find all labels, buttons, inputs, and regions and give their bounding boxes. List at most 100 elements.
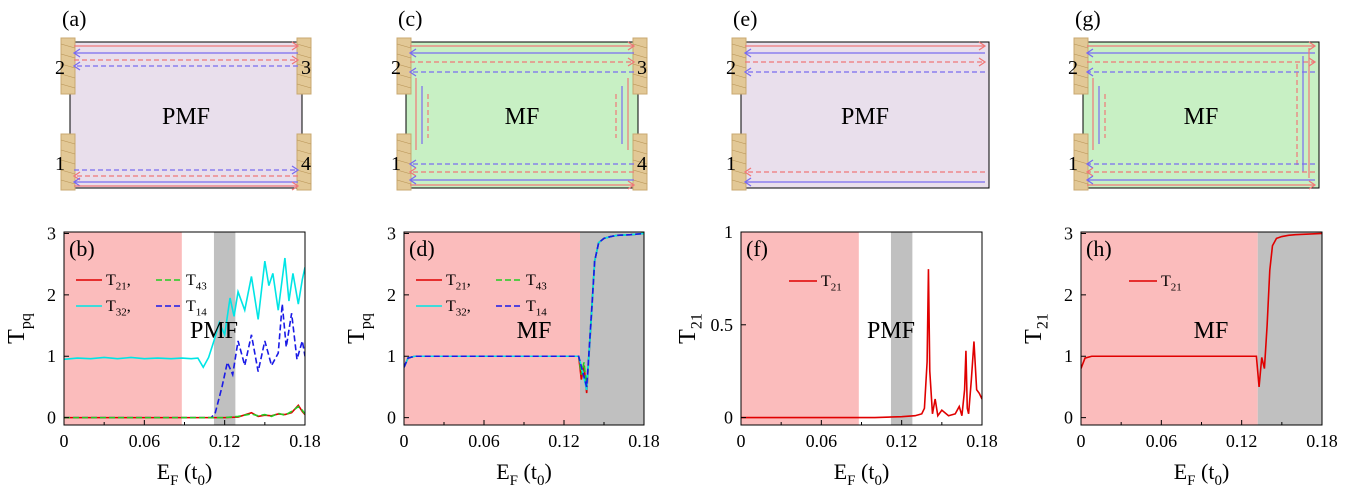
lead-texture xyxy=(396,43,412,49)
y-axis-label: T21 xyxy=(1021,313,1052,344)
lead-texture xyxy=(1073,179,1089,185)
arrow-head xyxy=(408,67,417,77)
arrow-head xyxy=(1085,67,1094,77)
arrow-head xyxy=(291,41,300,51)
lead-texture xyxy=(632,43,648,49)
legend-label-T21: T21, xyxy=(446,272,471,292)
panel-letter: (g) xyxy=(1075,6,1101,31)
arrow-head xyxy=(291,165,300,175)
arrow-head xyxy=(1085,159,1094,169)
x-tick-label: 0 xyxy=(737,431,746,451)
x-tick-label: 0.18 xyxy=(289,431,321,451)
lead-texture xyxy=(731,73,747,79)
red-region xyxy=(1081,232,1258,425)
region-label: MF xyxy=(517,318,552,344)
series-T32 xyxy=(64,257,305,369)
y-tick-label: 0 xyxy=(724,408,733,428)
lead-texture xyxy=(296,83,312,89)
lead-texture xyxy=(632,83,648,89)
lead-texture xyxy=(1073,43,1089,49)
lead-texture xyxy=(1073,139,1089,145)
y-tick-label: 1 xyxy=(724,222,733,242)
series-T14 xyxy=(404,232,644,388)
x-tick-label: 0.12 xyxy=(548,431,580,451)
lead-texture xyxy=(60,53,76,59)
lead-texture xyxy=(60,149,76,155)
lead-texture xyxy=(60,83,76,89)
lead-texture xyxy=(731,169,747,175)
arrow-head xyxy=(408,175,417,185)
lead-label-1: 1 xyxy=(55,153,65,175)
lead-texture xyxy=(1073,149,1089,155)
x-tick-label: 0.06 xyxy=(1146,431,1178,451)
legend-label-T21: T21, xyxy=(106,272,131,292)
lead-label-3: 3 xyxy=(301,57,311,79)
y-tick-label: 2 xyxy=(47,285,56,305)
legend-label-T43: T43 xyxy=(526,272,547,292)
lead-texture xyxy=(396,83,412,89)
gray-region xyxy=(580,232,644,425)
x-tick-label: 0.18 xyxy=(628,431,660,451)
x-tick-label: 0.12 xyxy=(209,431,241,451)
y-tick-label: 2 xyxy=(1064,285,1073,305)
arrow-head xyxy=(627,180,636,190)
lead-texture xyxy=(60,43,76,49)
region-label: PMF xyxy=(867,318,915,344)
red-region xyxy=(64,232,182,425)
region-label: PMF xyxy=(190,318,238,344)
lead-texture xyxy=(296,53,312,59)
lead-texture xyxy=(632,149,648,155)
lead-texture xyxy=(396,63,412,69)
arrow-head xyxy=(743,48,752,58)
lead-label-4: 4 xyxy=(301,153,311,175)
x-tick-label: 0.12 xyxy=(886,431,918,451)
lead-label-2: 2 xyxy=(1068,57,1078,79)
lead-label-4: 4 xyxy=(637,153,647,175)
arrow-head xyxy=(291,181,300,191)
lead-texture xyxy=(731,83,747,89)
x-tick-label: 0.18 xyxy=(1306,431,1338,451)
arrow-head xyxy=(743,167,752,177)
x-tick-label: 0.12 xyxy=(1226,431,1258,451)
legend-label-T43: T43 xyxy=(186,272,207,292)
lead-texture xyxy=(296,159,312,165)
lead-texture xyxy=(296,63,312,69)
region-label: MF xyxy=(1194,318,1229,344)
y-tick-label: 3 xyxy=(1064,223,1073,243)
region-label: PMF xyxy=(162,104,210,130)
panel-letter: (a) xyxy=(62,6,86,31)
lead-texture xyxy=(396,73,412,79)
x-tick-label: 0.06 xyxy=(806,431,838,451)
arrow-head xyxy=(1085,167,1094,177)
y-tick-label: 1 xyxy=(47,346,56,366)
lead-texture xyxy=(60,73,76,79)
x-tick-label: 0 xyxy=(1077,431,1086,451)
y-tick-label: 1 xyxy=(1064,346,1073,366)
gray-region xyxy=(213,232,236,425)
arrow-head xyxy=(978,57,987,67)
arrow-head xyxy=(1308,180,1317,190)
y-tick-label: 0 xyxy=(1064,408,1073,428)
lead-texture xyxy=(632,159,648,165)
lead-texture xyxy=(296,139,312,145)
lead-texture xyxy=(731,179,747,185)
x-tick-label: 0 xyxy=(400,431,409,451)
lead-texture xyxy=(731,53,747,59)
x-axis-label: EF (t0) xyxy=(157,459,213,489)
arrow-head xyxy=(408,48,417,58)
x-tick-label: 0.06 xyxy=(468,431,500,451)
y-tick-label: 0.5 xyxy=(711,315,734,335)
panel-letter: (h) xyxy=(1086,236,1112,261)
lead-texture xyxy=(396,139,412,145)
lead-texture xyxy=(632,139,648,145)
lead-texture xyxy=(731,159,747,165)
lead-label-3: 3 xyxy=(637,57,647,79)
y-axis-label: T21 xyxy=(675,313,706,344)
